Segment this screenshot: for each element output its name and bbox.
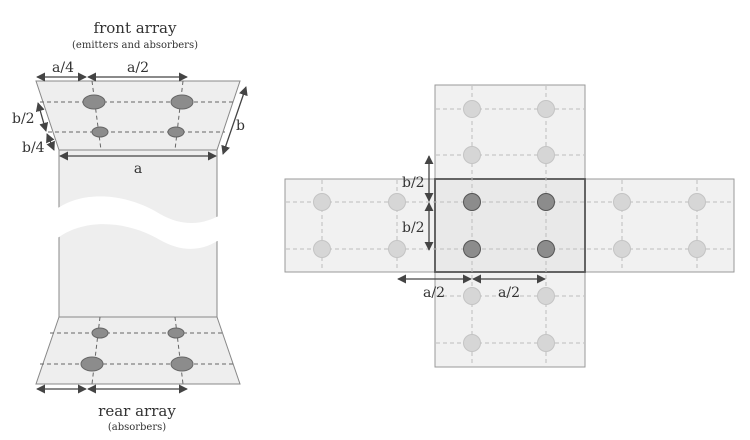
rear-array-panel xyxy=(35,316,241,385)
label-a-half-top: a/2 xyxy=(127,60,149,76)
label-b: b xyxy=(236,118,245,134)
image-source-dot xyxy=(463,100,481,118)
rear-absorber-dot xyxy=(167,327,185,339)
image-source-dot xyxy=(388,193,406,211)
rear-absorber-dot xyxy=(170,356,194,372)
image-source-dot xyxy=(537,334,555,352)
image-source-dot xyxy=(463,287,481,305)
image-grid-view: b/2 b/2 a/2 a/2 xyxy=(284,84,735,368)
active-source-dot xyxy=(463,240,481,258)
label-a: a xyxy=(134,161,142,177)
front-col-line-1 xyxy=(91,80,102,151)
image-source-dot xyxy=(463,334,481,352)
rear-col-line-2 xyxy=(174,316,184,385)
image-source-dot xyxy=(688,193,706,211)
label-b-half-left: b/2 xyxy=(12,111,35,127)
image-source-dot xyxy=(537,100,555,118)
label-a-quarter: a/4 xyxy=(52,60,74,76)
rear-col-line-1 xyxy=(91,316,101,385)
rear-array-subtitle: (absorbers) xyxy=(108,422,166,433)
image-source-dot xyxy=(688,240,706,258)
grid-dots xyxy=(313,100,706,352)
dim-arrow-b xyxy=(221,86,248,155)
label-a-half-left: a/2 xyxy=(423,285,445,301)
image-source-dot xyxy=(463,146,481,164)
rear-absorber-dot xyxy=(80,356,104,372)
image-source-dot xyxy=(537,146,555,164)
front-array-subtitle: (emitters and absorbers) xyxy=(72,40,198,51)
front-col-line-2 xyxy=(174,80,184,151)
rear-absorber-dot xyxy=(91,327,109,339)
front-emitter-dot xyxy=(82,94,106,110)
front-array-panel xyxy=(35,80,241,151)
image-source-dot xyxy=(388,240,406,258)
image-source-dot xyxy=(613,240,631,258)
label-b-quarter: b/4 xyxy=(22,140,45,156)
dim-arrow-b-half xyxy=(35,102,49,132)
label-b-half-lower: b/2 xyxy=(402,220,425,236)
break-band xyxy=(55,196,222,249)
image-source-dot xyxy=(313,193,331,211)
active-source-dot xyxy=(463,193,481,211)
image-source-dot xyxy=(313,240,331,258)
front-emitter-dot xyxy=(167,126,185,138)
central-unit-cell xyxy=(434,178,586,273)
active-source-dot xyxy=(537,240,555,258)
image-source-dot xyxy=(537,287,555,305)
label-a-half-right: a/2 xyxy=(498,285,520,301)
front-emitter-dot xyxy=(170,94,194,110)
dim-arrow-b-quarter xyxy=(46,133,55,151)
front-array-title: front array xyxy=(94,19,177,37)
waveguide-view: front array (emitters and absorbers) a/4… xyxy=(12,19,248,433)
label-b-half-upper: b/2 xyxy=(402,175,425,191)
rear-array-title: rear array xyxy=(98,402,176,420)
active-source-dot xyxy=(537,193,555,211)
front-emitter-dot xyxy=(91,126,109,138)
image-source-dot xyxy=(613,193,631,211)
